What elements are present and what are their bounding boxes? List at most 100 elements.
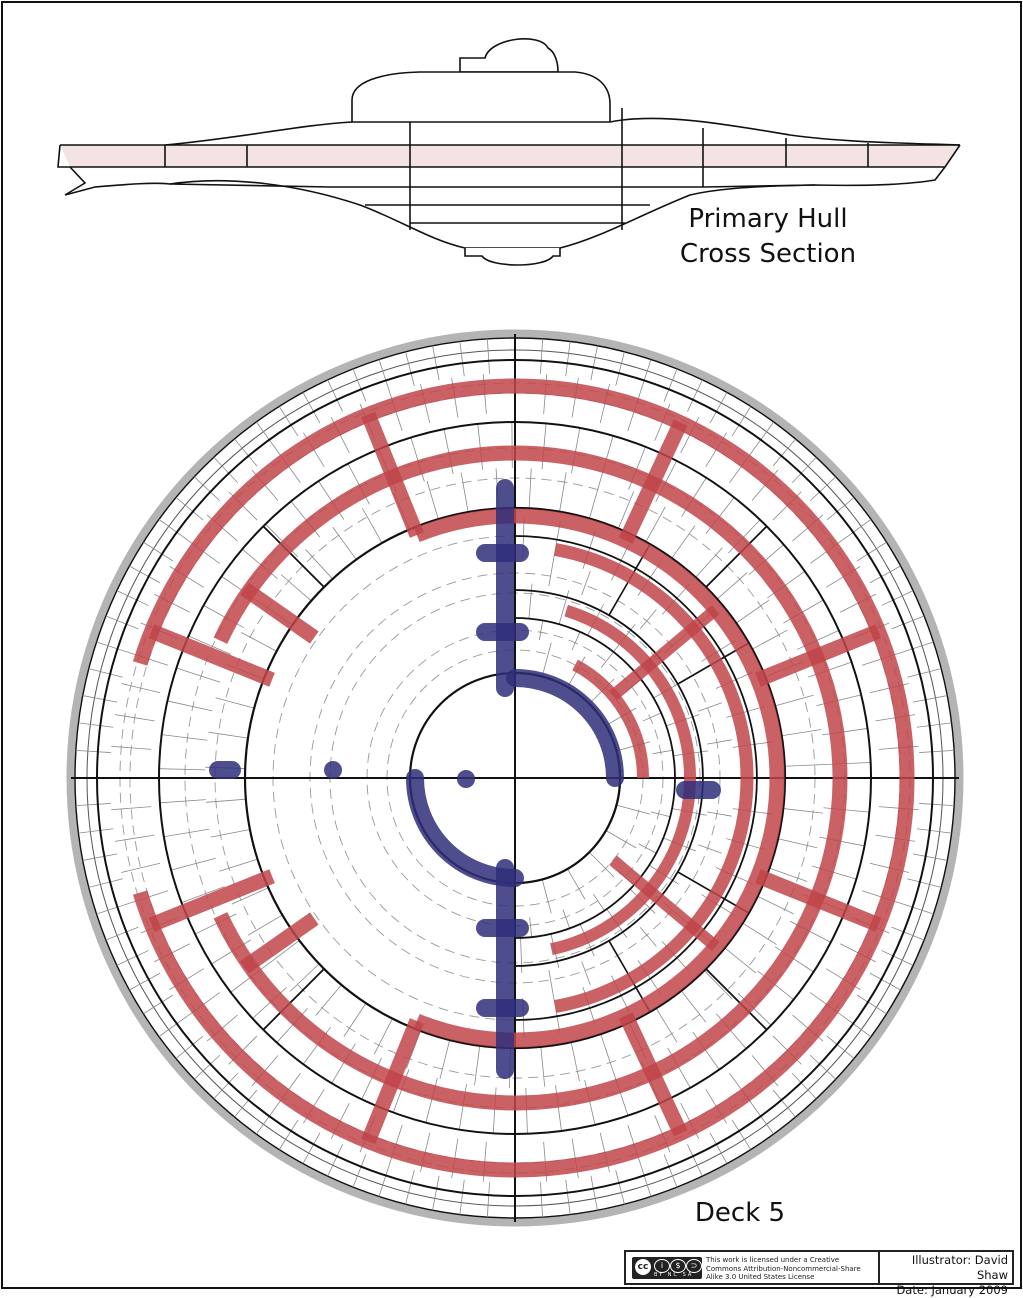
cabin-partition — [281, 575, 311, 601]
cabin-partition — [681, 991, 706, 1023]
cabin-partition — [783, 809, 823, 814]
cabin-partition — [907, 669, 941, 678]
cabin-partition — [582, 961, 591, 984]
cabin-partition — [530, 917, 532, 937]
cabin-partition — [176, 668, 220, 682]
cabin-partition — [97, 642, 130, 653]
cabin-partition — [582, 571, 591, 594]
cabin-partition — [521, 938, 522, 973]
cabin-partition — [549, 561, 553, 586]
cabin-partition — [881, 591, 913, 606]
cabin-partition — [752, 630, 787, 649]
cabin-partition — [825, 762, 871, 764]
upper-hull — [165, 118, 960, 145]
cabin-partition — [76, 750, 111, 752]
cabin-partition — [461, 473, 468, 512]
cabin-partition — [167, 701, 212, 711]
cabin-partition — [76, 803, 111, 805]
cabin-partition — [566, 341, 570, 376]
cabin-partition — [664, 1155, 677, 1188]
cabin-partition — [640, 609, 656, 628]
deck-plan — [71, 334, 959, 1222]
cabin-partition — [616, 805, 650, 814]
cabin-partition — [303, 392, 320, 423]
cabin-partition — [653, 750, 673, 753]
cross-section-title-line2: Cross Section — [680, 239, 856, 269]
cabin-partition — [216, 698, 255, 708]
cabin-partition — [687, 380, 702, 412]
cabin-partition — [782, 730, 822, 736]
cabin-partition — [616, 352, 625, 386]
cabin-partition — [725, 948, 756, 973]
cabin-partition — [704, 971, 732, 1000]
turbolift-stop — [457, 770, 475, 788]
cabin-partition — [778, 839, 817, 848]
cabin-partition — [353, 1155, 366, 1188]
cabin-partition — [696, 548, 723, 578]
cabin-partition — [913, 854, 947, 861]
cabin-partition — [374, 1019, 392, 1055]
cabin-partition — [571, 1042, 579, 1081]
cabin-partition — [640, 360, 651, 393]
cabin-partition — [406, 1170, 415, 1204]
cabin-partition — [164, 829, 209, 837]
cabin-partition — [568, 869, 586, 899]
cabin-partition — [542, 423, 546, 469]
cabin-partition — [106, 616, 139, 629]
cabin-partition — [115, 835, 155, 841]
cabin-partition — [824, 808, 870, 812]
cabin-partition — [640, 927, 656, 946]
cabin-partition — [475, 1046, 480, 1086]
upper-superstructure — [352, 72, 610, 122]
cabin-partition — [542, 879, 551, 913]
deck-label: Deck 5 — [695, 1198, 785, 1228]
cabin-partition — [591, 1176, 598, 1210]
cabin-partition — [328, 380, 343, 412]
cabin-partition — [913, 696, 947, 703]
cabin-partition — [427, 481, 438, 519]
cabin-partition — [919, 750, 954, 752]
cabin-partition — [710, 392, 727, 423]
cabin-partition — [206, 799, 246, 802]
cabin-partition — [539, 620, 542, 640]
cabin-partition — [362, 508, 382, 543]
cabin-partition — [328, 1144, 343, 1176]
cabin-partition — [316, 985, 342, 1016]
cabin-partition — [78, 829, 113, 833]
cabin-partition — [698, 703, 721, 712]
credit-block: Illustrator: David Shaw Date: January 20… — [878, 1252, 1014, 1283]
turbolift-stop — [324, 761, 342, 779]
cabin-partition — [78, 723, 113, 727]
cabin-partition — [241, 632, 276, 651]
cabin-partition — [710, 1133, 727, 1164]
cabin-partition — [478, 424, 483, 470]
cabin-partition — [560, 472, 567, 511]
cabin-partition — [822, 728, 868, 734]
cabin-partition — [601, 652, 613, 668]
cabin-partition — [572, 632, 580, 650]
cabin-partition — [707, 812, 732, 816]
cabin-partition — [555, 1085, 561, 1131]
cabin-partition — [698, 845, 721, 854]
cabin-partition — [121, 683, 160, 692]
cabin-partition — [529, 584, 532, 619]
cabin-partition — [83, 696, 117, 703]
cabin-partition — [106, 927, 139, 940]
cabin-partition — [651, 812, 670, 817]
cabin-partition — [881, 950, 913, 965]
cabin-partition — [541, 1047, 545, 1087]
cabin-partition — [171, 858, 215, 870]
cabin-partition — [117, 950, 149, 965]
corridor-connector — [152, 876, 273, 925]
corridor-connector — [245, 589, 315, 638]
cabin-partition — [379, 1163, 390, 1196]
cabin-partition — [616, 1170, 625, 1204]
cabin-partition — [687, 1144, 702, 1176]
cabin-partition — [900, 903, 933, 914]
bridge-dome — [460, 39, 558, 72]
cabin-partition — [440, 1040, 450, 1079]
cabin-partition — [159, 769, 205, 770]
cross-section-title-line1: Primary Hull — [688, 204, 847, 234]
cabin-partition — [529, 468, 531, 508]
license-text[interactable]: This work is licensed under a Creative C… — [706, 1256, 876, 1282]
